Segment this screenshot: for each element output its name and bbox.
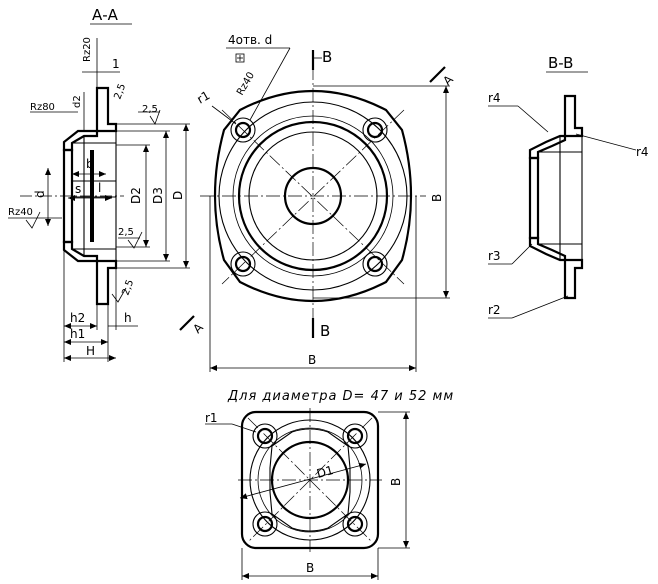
section-aa-s: s: [75, 182, 81, 196]
section-aa-rz80: Rz80: [30, 102, 55, 113]
main-bolt-hole-br: [366, 255, 384, 273]
small-centerline-d1: [247, 417, 373, 543]
position-symbol-icon: [235, 53, 245, 63]
main-centerline-d2: [221, 109, 405, 285]
section-aa-d2: d2: [72, 95, 83, 108]
main-rz40: Rz40: [235, 70, 257, 97]
leader-r4-top: [517, 105, 549, 133]
section-aa-H: H: [86, 344, 95, 358]
roughness-mark-bottom: [111, 287, 127, 303]
main-view: 4отв. d Rz40 r1 B B А А: [179, 33, 456, 372]
section-aa-d: d: [33, 190, 47, 198]
main-flange-outline: [213, 90, 413, 302]
main-bolt-hole-tl-outer: [230, 117, 256, 143]
section-bb-title: B-B: [548, 54, 573, 72]
section-aa-D3: D3: [151, 187, 165, 204]
main-cut-b-bottom: B: [320, 322, 330, 340]
small-dim-height: B: [389, 478, 403, 486]
section-aa-roughness-bore: 2,5: [118, 227, 134, 238]
main-bolt-hole-br-outer: [362, 251, 388, 277]
main-dim-height: B: [430, 194, 444, 202]
section-aa-D2: D2: [129, 187, 143, 204]
main-holes-leader: [249, 47, 291, 121]
section-aa-rz40: Rz40: [8, 207, 33, 218]
section-bb-view: B-B r4 r4 r3 r2: [488, 54, 649, 319]
section-bb-r3: r3: [488, 249, 501, 263]
small-r1: r1: [205, 411, 218, 425]
roughness-mark-bore: [127, 231, 143, 249]
section-aa-b: b: [86, 157, 94, 171]
main-bolt-hole-bl: [234, 255, 252, 273]
small-dim-width: B: [306, 561, 314, 575]
main-centerline-d1: [221, 109, 405, 285]
main-holes-label: 4отв. d: [228, 33, 272, 47]
main-bolt-hole-tr: [366, 121, 384, 139]
roughness-mark-rz40: [25, 211, 41, 229]
main-dim-width: B: [308, 353, 316, 367]
section-aa-h1: h1: [70, 327, 85, 341]
main-r1-leader: [211, 105, 237, 125]
main-cut-a-bottom: А: [190, 320, 206, 336]
section-bb-r4-top: r4: [488, 91, 501, 105]
section-bb-lower: [528, 236, 584, 300]
small-view-caption: Для диаметра D= 47 и 52 мм: [227, 389, 454, 404]
small-bolt-hole-tl: [256, 427, 274, 445]
small-bolt-hole-tl-outer: [252, 423, 278, 449]
section-aa-title: А-А: [92, 6, 119, 24]
section-aa-view: А-А Rz20 1 2,5 Rz80 d2 2,5 b s l d: [8, 6, 190, 362]
section-aa-h: h: [124, 311, 132, 325]
dim-small-D1-line: [239, 462, 367, 500]
section-aa-h2: h2: [70, 311, 85, 325]
section-aa-rz20: Rz20: [82, 37, 93, 62]
section-aa-roughness-bottom: 2,5: [120, 278, 136, 297]
section-bb-upper: [528, 94, 584, 160]
leader-r4-right: [575, 133, 637, 151]
small-bolt-hole-br: [346, 515, 364, 533]
leader-r2: [511, 295, 569, 319]
main-bolt-hole-bl-outer: [230, 251, 256, 277]
small-d1: D1: [315, 463, 335, 481]
small-view: Для диаметра D= 47 и 52 мм D1 r1 B B: [205, 389, 454, 580]
small-bolt-hole-tr: [346, 427, 364, 445]
section-bb-r4-right: r4: [636, 145, 649, 159]
cut-aa-bottom: [179, 315, 195, 331]
section-aa-lower-flange: [62, 240, 118, 306]
small-bolt-hole-bl-outer: [252, 511, 278, 537]
section-aa-D: D: [171, 191, 185, 200]
section-aa-roughness-top: 2,5: [112, 82, 128, 101]
leader-r3: [511, 243, 533, 265]
leader-small-r1: [231, 423, 257, 433]
small-bolt-hole-tr-outer: [342, 423, 368, 449]
small-bolt-hole-bl: [256, 515, 274, 533]
section-bb-wall: [528, 156, 540, 240]
main-cut-b-top: B: [322, 48, 332, 66]
section-bb-r2: r2: [488, 303, 501, 317]
section-aa-roughness-face: 2,5: [142, 104, 158, 115]
small-centerline-d2: [247, 417, 373, 543]
section-aa-dim-one: 1: [112, 57, 120, 71]
cut-aa-top: [429, 66, 446, 83]
section-aa-l: l: [98, 181, 101, 195]
main-bolt-hole-tl: [234, 121, 252, 139]
main-r1: r1: [195, 88, 213, 106]
small-bolt-hole-br-outer: [342, 511, 368, 537]
main-bolt-hole-tr-outer: [362, 117, 388, 143]
